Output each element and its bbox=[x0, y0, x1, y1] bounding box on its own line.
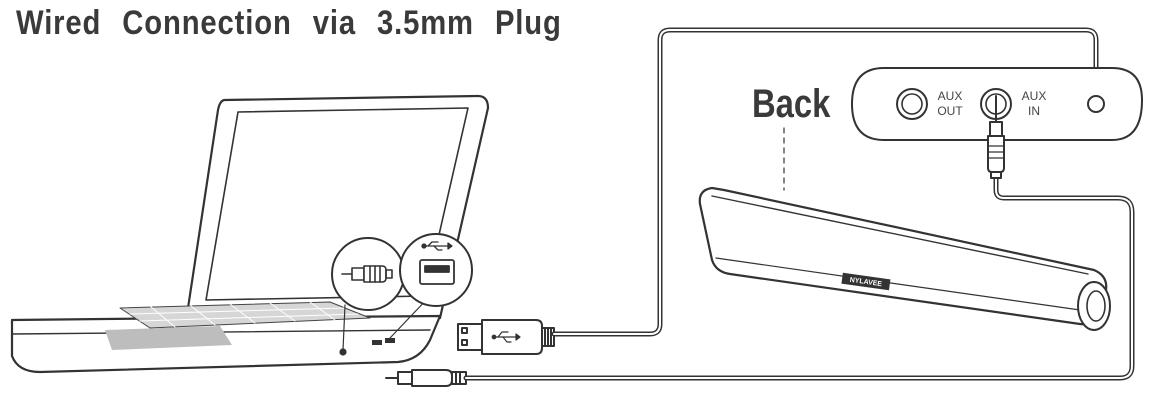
aux-out-port-icon bbox=[896, 88, 928, 120]
laptop-usb-port-1 bbox=[372, 340, 382, 345]
soundbar: NYLAVEE bbox=[698, 186, 1111, 331]
usb-plug bbox=[457, 319, 555, 355]
power-socket-icon bbox=[1087, 95, 1105, 113]
usb-symbol-icon bbox=[421, 241, 453, 251]
aux-plug-laptop-end bbox=[385, 369, 467, 387]
aux-out-label-line2: OUT bbox=[937, 104, 963, 118]
laptop-trackpad bbox=[105, 326, 232, 350]
soundbar-brand: NYLAVEE bbox=[849, 277, 883, 289]
back-label: Back bbox=[752, 82, 831, 126]
laptop-usb-port-2 bbox=[385, 338, 395, 343]
headphone-jack-callout bbox=[331, 237, 405, 311]
aux-out-label-line1: AUX bbox=[938, 89, 963, 103]
laptop bbox=[10, 94, 490, 374]
headphone-jack-icon bbox=[341, 265, 393, 283]
aux-in-label-line1: AUX bbox=[1022, 89, 1047, 103]
usb-plug-symbol-icon bbox=[491, 331, 521, 343]
aux-in-label-line2: IN bbox=[1028, 104, 1040, 118]
usb-port-icon bbox=[419, 259, 455, 285]
aux-plug-soundbar-end bbox=[987, 95, 1005, 179]
usb-port-callout bbox=[399, 233, 473, 307]
diagram-title: Wired Connection via 3.5mm Plug bbox=[16, 4, 562, 42]
laptop-keyboard bbox=[119, 301, 371, 329]
